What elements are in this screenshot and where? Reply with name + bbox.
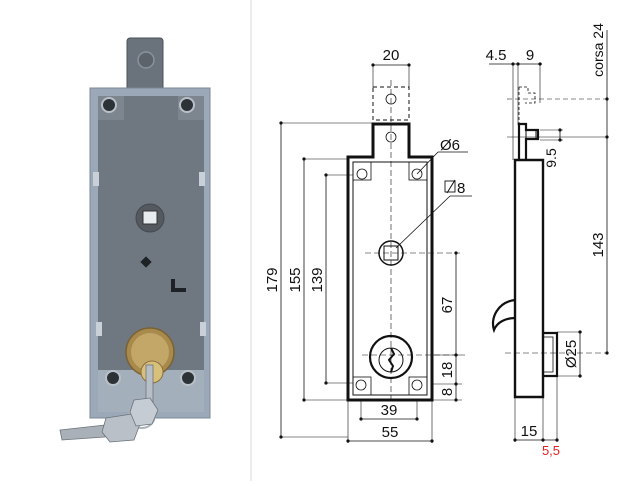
dim-square: 8 <box>457 180 465 197</box>
dim-cylinder-diameter: Ø25 <box>563 340 580 368</box>
dim-39: 39 <box>381 402 398 419</box>
square-symbol-icon <box>444 180 456 193</box>
dim-8: 8 <box>439 388 456 396</box>
lock-photo <box>0 0 250 481</box>
dim-9: 9 <box>526 47 534 64</box>
dim-hole-diameter: Ø6 <box>440 137 460 154</box>
dim-55: 55 <box>382 424 399 441</box>
dim-4-5: 4.5 <box>486 47 507 64</box>
dim-67: 67 <box>439 297 456 314</box>
dim-corsa-24: corsa 24 <box>590 23 606 77</box>
dim-143: 143 <box>590 232 607 257</box>
dim-5-5: 5,5 <box>542 443 560 458</box>
dim-155: 155 <box>287 267 304 292</box>
dim-15: 15 <box>521 423 538 440</box>
dim-18: 18 <box>439 362 456 379</box>
dim-9-5: 9.5 <box>543 148 559 168</box>
dim-20: 20 <box>383 47 400 64</box>
dim-179: 179 <box>264 267 281 292</box>
panel-divider <box>250 0 252 481</box>
technical-drawing: 20 Ø6 8 179 155 139 67 18 8 39 55 4.5 9 … <box>252 0 640 481</box>
dim-139: 139 <box>309 267 326 292</box>
